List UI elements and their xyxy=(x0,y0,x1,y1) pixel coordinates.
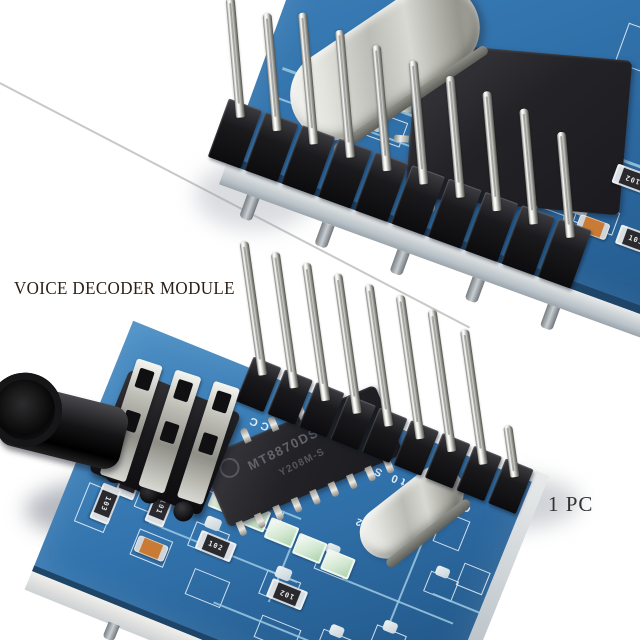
smd-resistor-label: 102 xyxy=(623,172,640,186)
header-pin xyxy=(238,240,267,376)
pin-stub xyxy=(389,249,410,277)
silkscreen-box xyxy=(184,567,231,609)
caption-right: 1 PC xyxy=(548,492,594,516)
silkscreen-box xyxy=(455,562,491,596)
pin-stub xyxy=(464,276,485,304)
pin-stub xyxy=(539,303,561,331)
caption-left: VOICE DECODER MODULE xyxy=(14,278,235,298)
smd-resistor-label: 103 xyxy=(627,233,640,247)
smd-resistor-label: 102 xyxy=(278,587,296,601)
pin-stub xyxy=(314,221,335,249)
pin-stub xyxy=(102,621,120,640)
trace-line xyxy=(432,592,480,614)
